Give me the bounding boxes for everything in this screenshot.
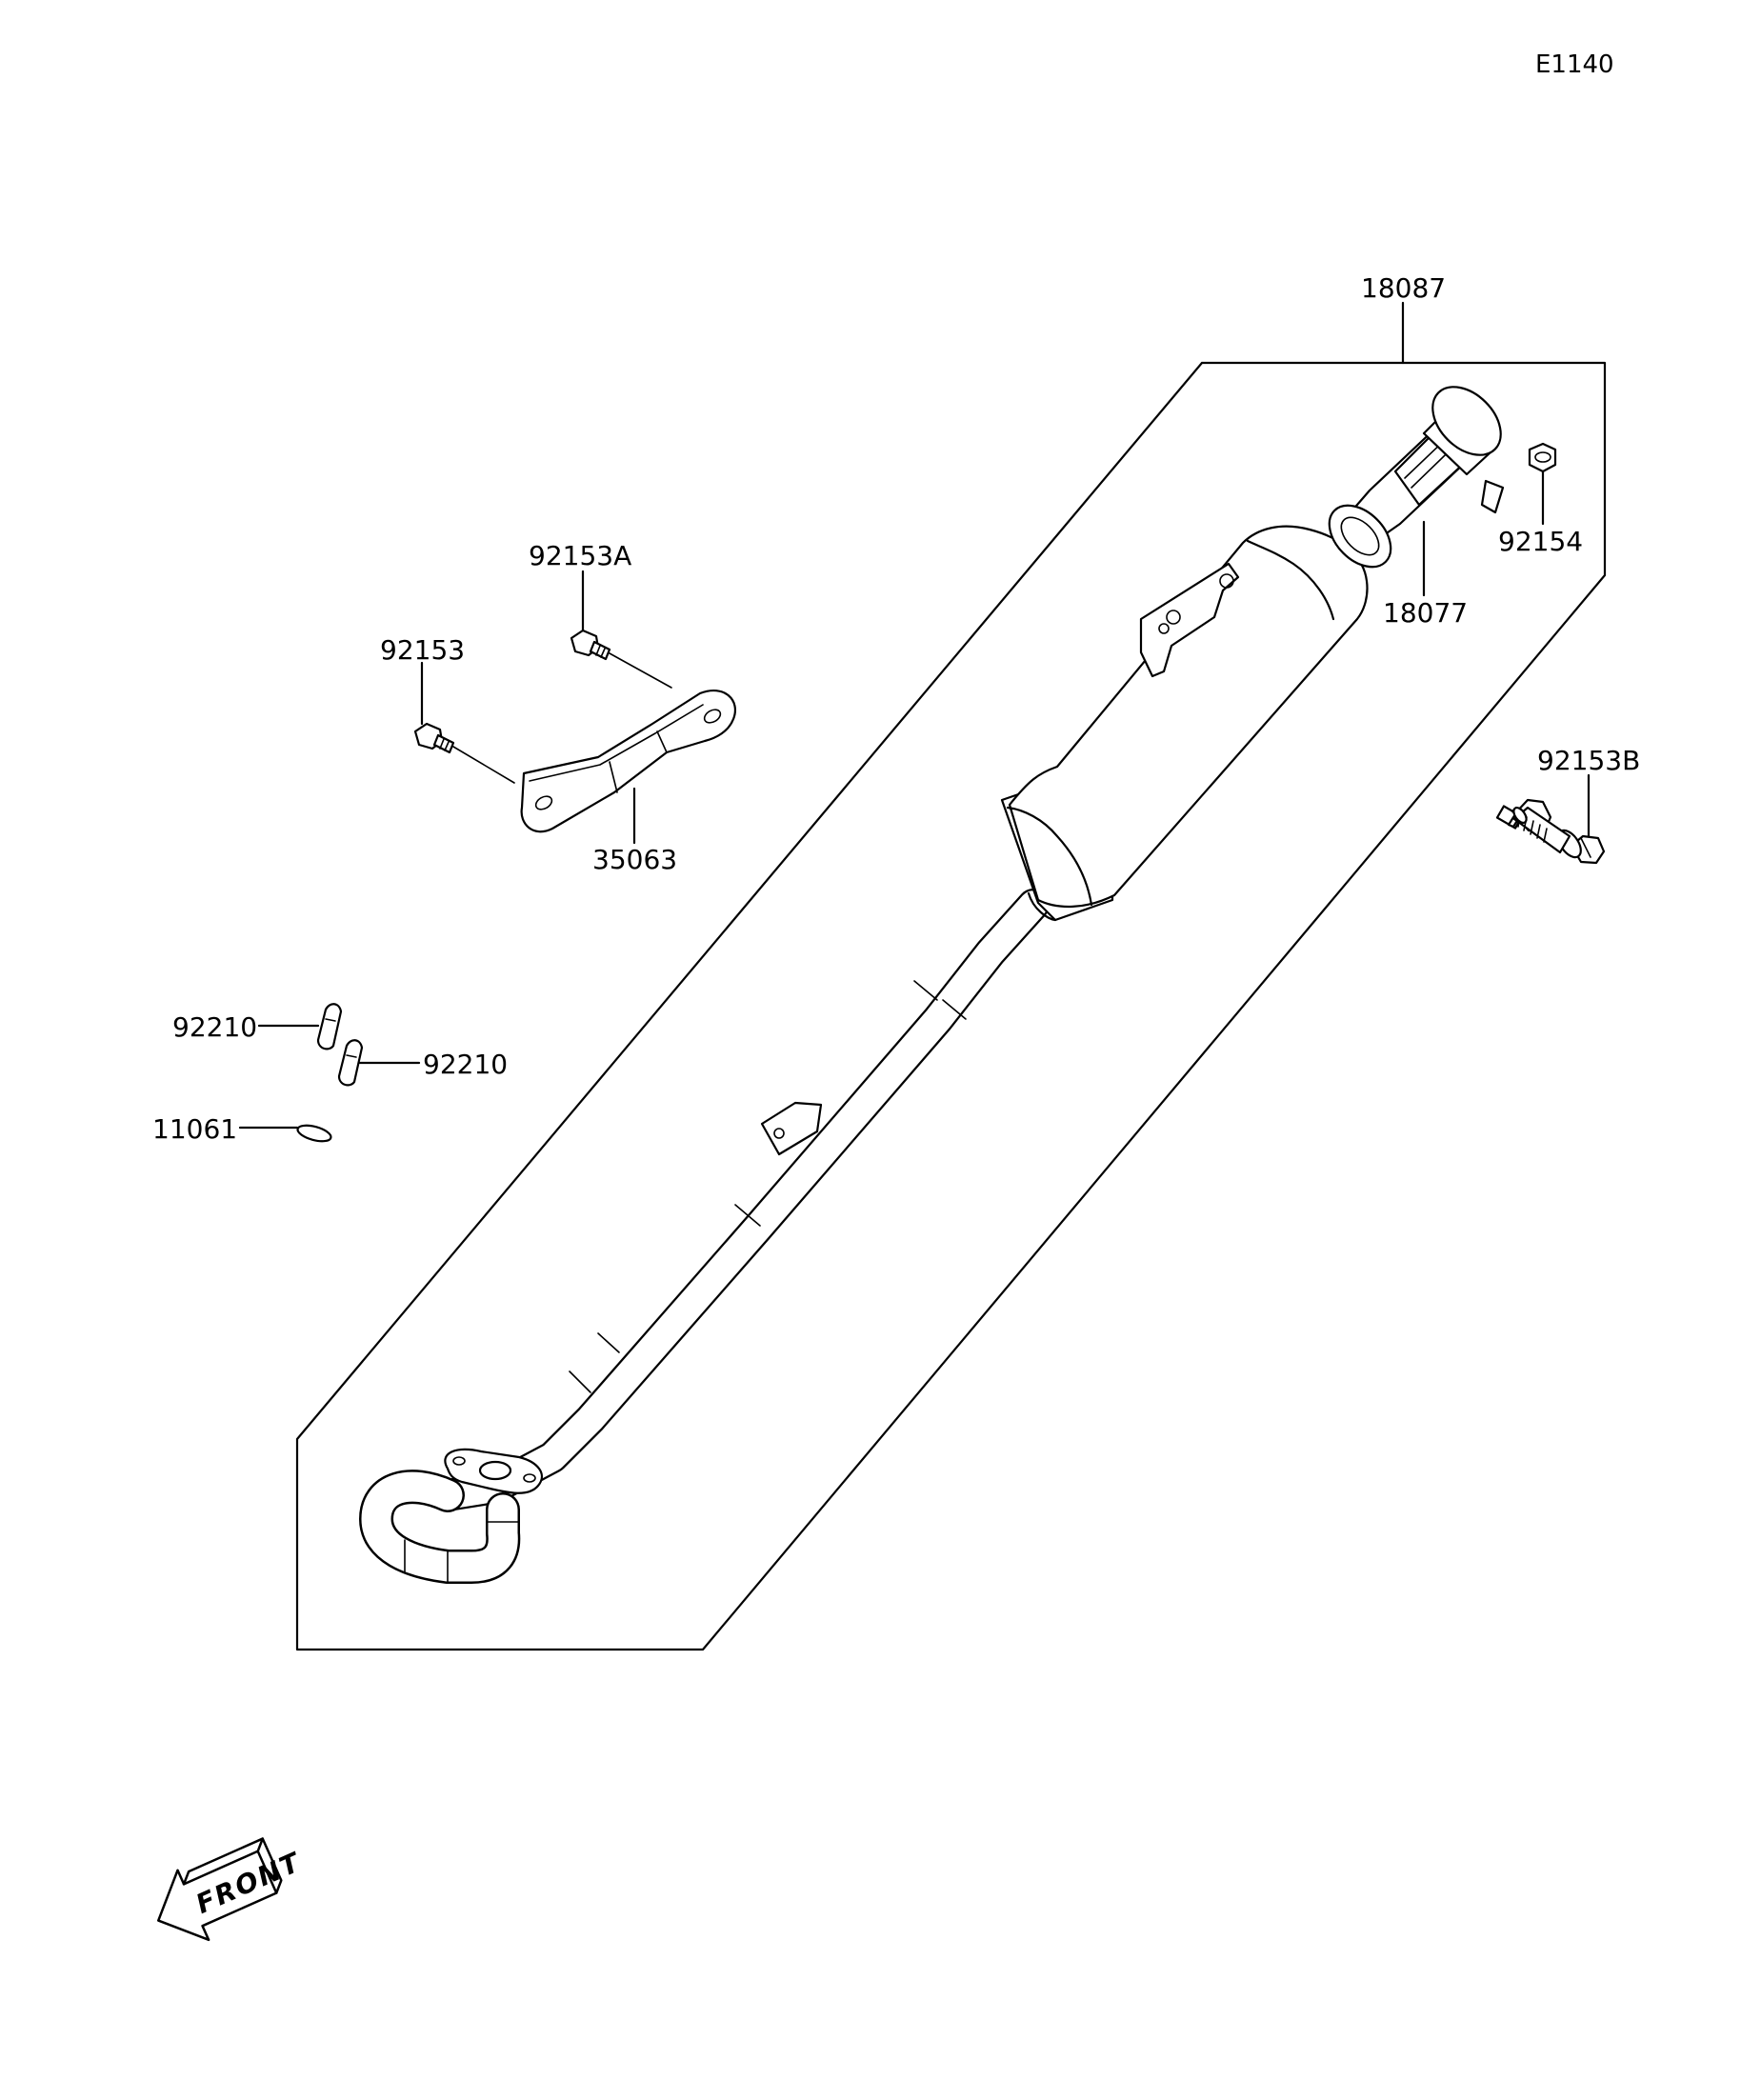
header-pipe (431, 889, 1050, 1511)
label-92153B[interactable]: 92153B (1537, 745, 1640, 776)
clip-92210-b (337, 1039, 364, 1087)
front-arrow: FRONT (157, 1837, 306, 1942)
muffler-body (1006, 525, 1369, 908)
front-arrow-label: FRONT (191, 1846, 306, 1920)
label-92153A[interactable]: 92153A (529, 540, 631, 571)
diagram-code: E1140 (1535, 50, 1614, 79)
nut-92154 (1528, 442, 1557, 526)
tailpipe-end-cap (1328, 386, 1505, 569)
label-92153[interactable]: 92153 (380, 634, 465, 666)
header-front-bend (359, 1448, 543, 1584)
exhaust-assembly (359, 386, 1505, 1584)
label-92154[interactable]: 92154 (1498, 526, 1583, 557)
label-92210-b[interactable]: 92210 (423, 1049, 508, 1080)
label-35063[interactable]: 35063 (592, 844, 677, 875)
label-92210-a[interactable]: 92210 (172, 1011, 257, 1043)
washer-11061 (296, 1124, 332, 1143)
clip-92210-a (316, 1003, 343, 1050)
label-18077[interactable]: 18077 (1383, 597, 1468, 629)
label-11061[interactable]: 11061 (152, 1113, 237, 1145)
bolt-92153A (570, 629, 672, 689)
assembly-boundary (295, 361, 1607, 1651)
label-18087[interactable]: 18087 (1361, 272, 1446, 304)
bolt-92153B-drawn (1512, 806, 1606, 865)
bracket-35063 (520, 689, 736, 833)
bolt-92153 (413, 722, 515, 784)
